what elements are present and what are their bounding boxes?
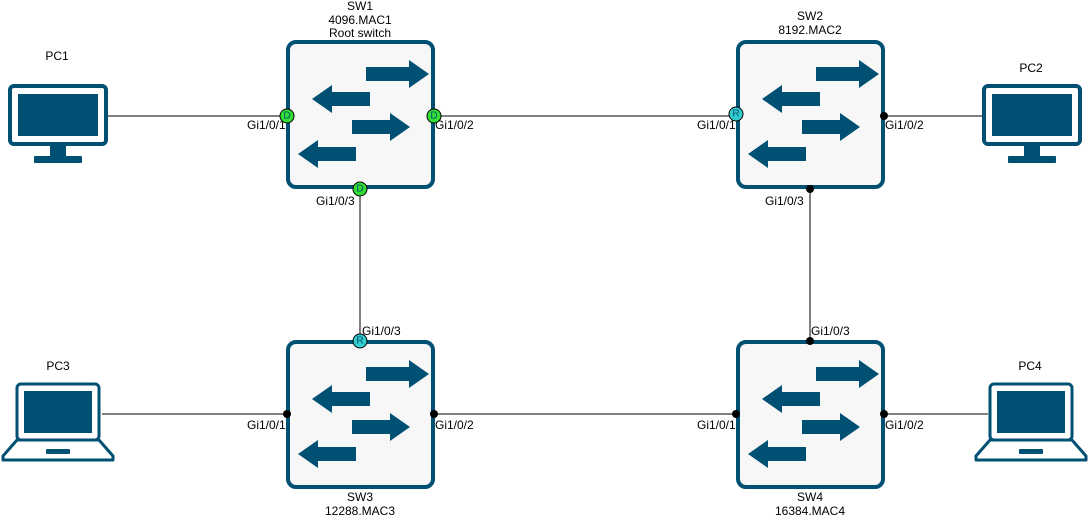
sw4-gi1-0-1-label: Gi1/0/1 — [697, 418, 736, 432]
sw3-gi1-0-3-role-badge: R — [352, 333, 368, 349]
switch-icon — [736, 40, 885, 189]
sw1-bridge-id: 4096.MAC1 — [328, 13, 392, 27]
switch-sw1 — [286, 40, 435, 189]
sw2-bridge-id: 8192.MAC2 — [778, 23, 842, 37]
pc4-label: PC4 — [1018, 359, 1042, 373]
sw3-gi1-0-1-dot — [283, 410, 291, 418]
sw3-gi1-0-2-label: Gi1/0/2 — [435, 418, 474, 432]
desktop-icon — [8, 84, 108, 165]
sw4-gi1-0-3-label: Gi1/0/3 — [811, 324, 850, 338]
switch-icon — [286, 340, 435, 489]
sw1-gi1-0-3-label: Gi1/0/3 — [316, 194, 355, 208]
laptop-icon — [1, 382, 115, 462]
laptop-icon — [974, 382, 1088, 462]
svg-text:R: R — [356, 336, 363, 347]
sw4-name: SW4 — [797, 490, 823, 504]
sw3-gi1-0-1-label: Gi1/0/1 — [247, 418, 286, 432]
links — [102, 115, 988, 415]
svg-text:D: D — [283, 111, 290, 122]
sw2-name: SW2 — [797, 9, 823, 23]
sw3-bridge-id: 12288.MAC3 — [325, 504, 395, 518]
sw4-gi1-0-1-dot — [732, 410, 740, 418]
pc-pc4 — [974, 382, 1088, 462]
sw2-gi1-0-2-label: Gi1/0/2 — [885, 118, 924, 132]
sw1-name: SW1 — [347, 0, 373, 13]
sw3-gi1-0-2-dot — [430, 410, 438, 418]
sw4-gi1-0-2-label: Gi1/0/2 — [885, 418, 924, 432]
pc2-label: PC2 — [1019, 61, 1043, 75]
desktop-icon — [982, 84, 1082, 165]
sw4-bridge-id: 16384.MAC4 — [775, 504, 845, 518]
pc-pc3 — [1, 382, 115, 462]
pc1-label: PC1 — [45, 49, 69, 63]
sw1-gi1-0-2-label: Gi1/0/2 — [435, 118, 474, 132]
switch-sw3 — [286, 340, 435, 489]
sw1-gi1-0-1-label: Gi1/0/1 — [247, 118, 286, 132]
pc-pc1 — [8, 84, 108, 165]
sw3-gi1-0-3-label: Gi1/0/3 — [362, 324, 401, 338]
svg-text:D: D — [430, 111, 437, 122]
svg-text:R: R — [732, 109, 739, 120]
sw2-gi1-0-3-dot — [806, 185, 814, 193]
sw1-gi1-0-2-role-badge: D — [426, 108, 442, 124]
sw1-gi1-0-1-role-badge: D — [279, 108, 295, 124]
sw1-gi1-0-3-role-badge: D — [352, 181, 368, 197]
sw3-name: SW3 — [347, 490, 373, 504]
pc-pc2 — [982, 84, 1082, 165]
sw2-gi1-0-1-label: Gi1/0/1 — [697, 118, 736, 132]
sw2-gi1-0-3-label: Gi1/0/3 — [765, 194, 804, 208]
switch-sw4 — [736, 340, 885, 489]
sw2-gi1-0-2-dot — [880, 112, 888, 120]
sw4-gi1-0-3-dot — [806, 337, 814, 345]
switch-icon — [286, 40, 435, 189]
sw1-note: Root switch — [329, 26, 391, 40]
switch-sw2 — [736, 40, 885, 189]
switch-icon — [736, 340, 885, 489]
svg-text:D: D — [356, 184, 363, 195]
sw4-gi1-0-2-dot — [880, 410, 888, 418]
sw2-gi1-0-1-role-badge: R — [728, 106, 744, 122]
pc3-label: PC3 — [46, 359, 70, 373]
